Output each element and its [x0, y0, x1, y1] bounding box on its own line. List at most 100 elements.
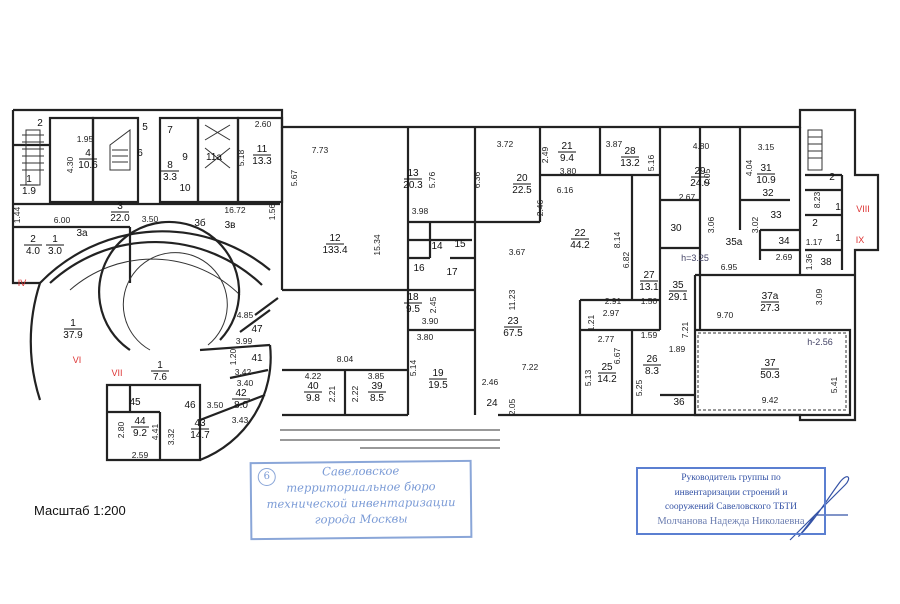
room-number: 43 [194, 418, 206, 429]
dimension-label: 5.14 [408, 359, 418, 376]
dimension-label: 3.80 [417, 332, 434, 342]
dimension-label: 8.04 [337, 354, 354, 364]
room-area: 22.0 [110, 213, 130, 224]
room-number: 22 [574, 228, 586, 239]
dimension-label: 6.16 [557, 185, 574, 195]
room-number: 4 [85, 148, 91, 159]
room-number: 27 [643, 270, 655, 281]
room-area: 9.4 [560, 153, 574, 164]
room-number: 35 [672, 280, 684, 291]
dimension-label: 1.56 [267, 203, 277, 220]
room-area: 29.1 [668, 292, 688, 303]
room-number: 33 [770, 210, 782, 221]
room-number: 39 [371, 381, 383, 392]
room-area: 1.9 [22, 186, 36, 197]
dimension-label: 2.67 [679, 192, 696, 202]
room-area: 3.3 [163, 172, 177, 183]
dimension-label: 2.97 [603, 308, 620, 318]
dimension-label: 2.49 [540, 146, 550, 163]
room-number: 31 [760, 163, 772, 174]
room-number: 44 [134, 416, 146, 427]
dimension-label: 7.21 [680, 321, 690, 338]
dimension-label: 4.80 [693, 141, 710, 151]
dimension-label: 3.67 [509, 247, 526, 257]
stamp-number: 6 [257, 467, 276, 487]
room-number: 3 [117, 201, 123, 212]
room-area: 24.9 [690, 178, 710, 189]
room-number: 19 [432, 368, 444, 379]
stamp-line: города Москвы [314, 511, 408, 527]
room-number: 7 [167, 125, 173, 136]
dimension-label: 6.67 [612, 347, 622, 364]
room-area: 10.9 [756, 175, 776, 186]
scale-label: Масштаб 1:200 [34, 503, 126, 518]
dimension-label: 6.36 [472, 171, 482, 188]
room-number: 34 [778, 236, 790, 247]
room-area: 3.0 [48, 246, 62, 257]
room-area: 9.8 [306, 393, 320, 404]
room-number: 29 [694, 166, 706, 177]
room-number: 15 [454, 239, 466, 250]
room-number: 28 [624, 146, 636, 157]
room-area: 13.3 [252, 156, 272, 167]
axis-marker: VII [111, 368, 122, 378]
room-number: 41 [251, 353, 263, 364]
dimension-label: 4.41 [150, 423, 160, 440]
room-number: 16 [413, 263, 425, 274]
room-area: 67.5 [503, 328, 523, 339]
dimension-label: 8.23 [812, 191, 822, 208]
dimension-label: 5.25 [634, 379, 644, 396]
dimension-label: 1.36 [804, 253, 814, 270]
dimension-label: 3.50 [207, 400, 224, 410]
dimension-label: 1.95 [77, 134, 94, 144]
room-number: 30 [670, 223, 682, 234]
dimension-label: 7.05 [702, 168, 712, 185]
room-number: 3a [76, 228, 88, 239]
room-number: 17 [446, 267, 458, 278]
dimension-label: 2.77 [598, 334, 615, 344]
room-number: 10 [179, 183, 191, 194]
room-number: 11 [257, 144, 268, 155]
dimension-label: 3.85 [368, 371, 385, 381]
room-number: 35a [726, 237, 743, 248]
room-area: 133.4 [322, 245, 347, 256]
dimension-label: 3.02 [750, 216, 760, 233]
dimension-label: 5.41 [829, 376, 839, 393]
room-area: 50.3 [760, 370, 780, 381]
dimension-label: 3.80 [560, 166, 577, 176]
dimension-label: 2.22 [350, 385, 360, 402]
room-number: 2 [37, 118, 43, 129]
room-number: 6 [137, 148, 143, 159]
room-number: 37 [764, 358, 776, 369]
dimension-label: 7.22 [522, 362, 539, 372]
room-area: 9.2 [133, 428, 147, 439]
room-number: 8 [167, 160, 173, 171]
signature [789, 476, 850, 541]
room-area: 13.1 [639, 282, 659, 293]
ceiling-height-label: h-2.56 [807, 337, 833, 347]
room-number: 12 [329, 233, 341, 244]
dimension-label: 6.95 [721, 262, 738, 272]
dimension-label: 2.46 [535, 199, 545, 216]
dimension-label: 2.59 [132, 450, 149, 460]
dimension-label: 9.42 [762, 395, 779, 405]
dimension-label: 2.91 [605, 296, 622, 306]
dimension-label: 6.00 [54, 215, 71, 225]
room-area: 27.3 [760, 303, 780, 314]
dimension-label: 7.73 [312, 145, 329, 155]
room-number: 23 [507, 316, 519, 327]
room-number: 13 [407, 168, 419, 179]
room-number: 20 [516, 173, 528, 184]
dimension-label: 5.13 [583, 369, 593, 386]
dimension-label: 1.21 [586, 314, 596, 331]
dimension-label: 3.50 [142, 214, 159, 224]
room-number: 3в [225, 220, 236, 231]
room-number: 46 [184, 400, 196, 411]
room-number: 38 [820, 257, 832, 268]
dimension-label: 2.21 [327, 385, 337, 402]
room-number: 45 [129, 397, 141, 408]
dimension-label: 4.22 [305, 371, 322, 381]
stamp-line: технической инвентаризации [266, 495, 456, 511]
room-number: 1 [157, 360, 163, 371]
